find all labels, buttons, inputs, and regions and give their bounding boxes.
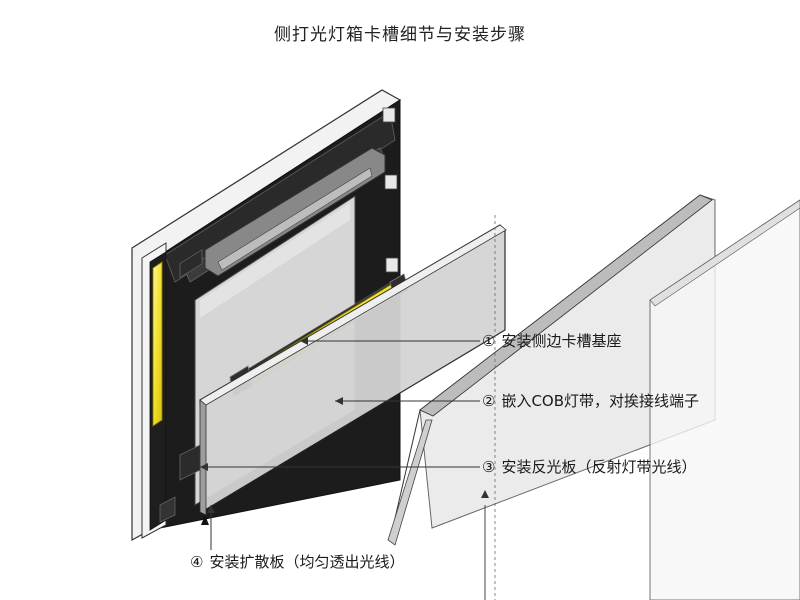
step-3-number: ③ [482,458,496,476]
diagram-title: 侧打光灯箱卡槽细节与安装步骤 [274,25,526,45]
step-4-callout: ④ 安装扩散板（均匀透出光线） [190,552,404,572]
right-bracket-mid [384,174,398,190]
step-2-number: ② [482,392,496,410]
step-1-callout: ① 安装侧边卡槽基座 [482,331,621,351]
step-4-number: ④ [190,553,204,571]
arrow-up-left [201,515,209,525]
tilted-plate [387,419,433,546]
step-4-text: 安装扩散板（均匀透出光线） [209,553,405,571]
right-bracket-top [382,107,396,123]
step-2-text: 嵌入COB灯带，对挨接线端子 [501,392,700,410]
step-3-text: 安装反光板（反射灯带光线） [501,458,697,476]
step-3-callout: ③ 安装反光板（反射灯带光线） [482,457,696,477]
step-1-number: ① [482,332,496,350]
right-bracket-low [385,257,399,273]
left-led-strip [152,261,163,427]
step-2-callout: ② 嵌入COB灯带，对挨接线端子 [482,391,699,411]
arrow-up-bottom [481,490,489,498]
step-1-text: 安装侧边卡槽基座 [501,332,622,350]
left-clip-top [179,249,203,279]
